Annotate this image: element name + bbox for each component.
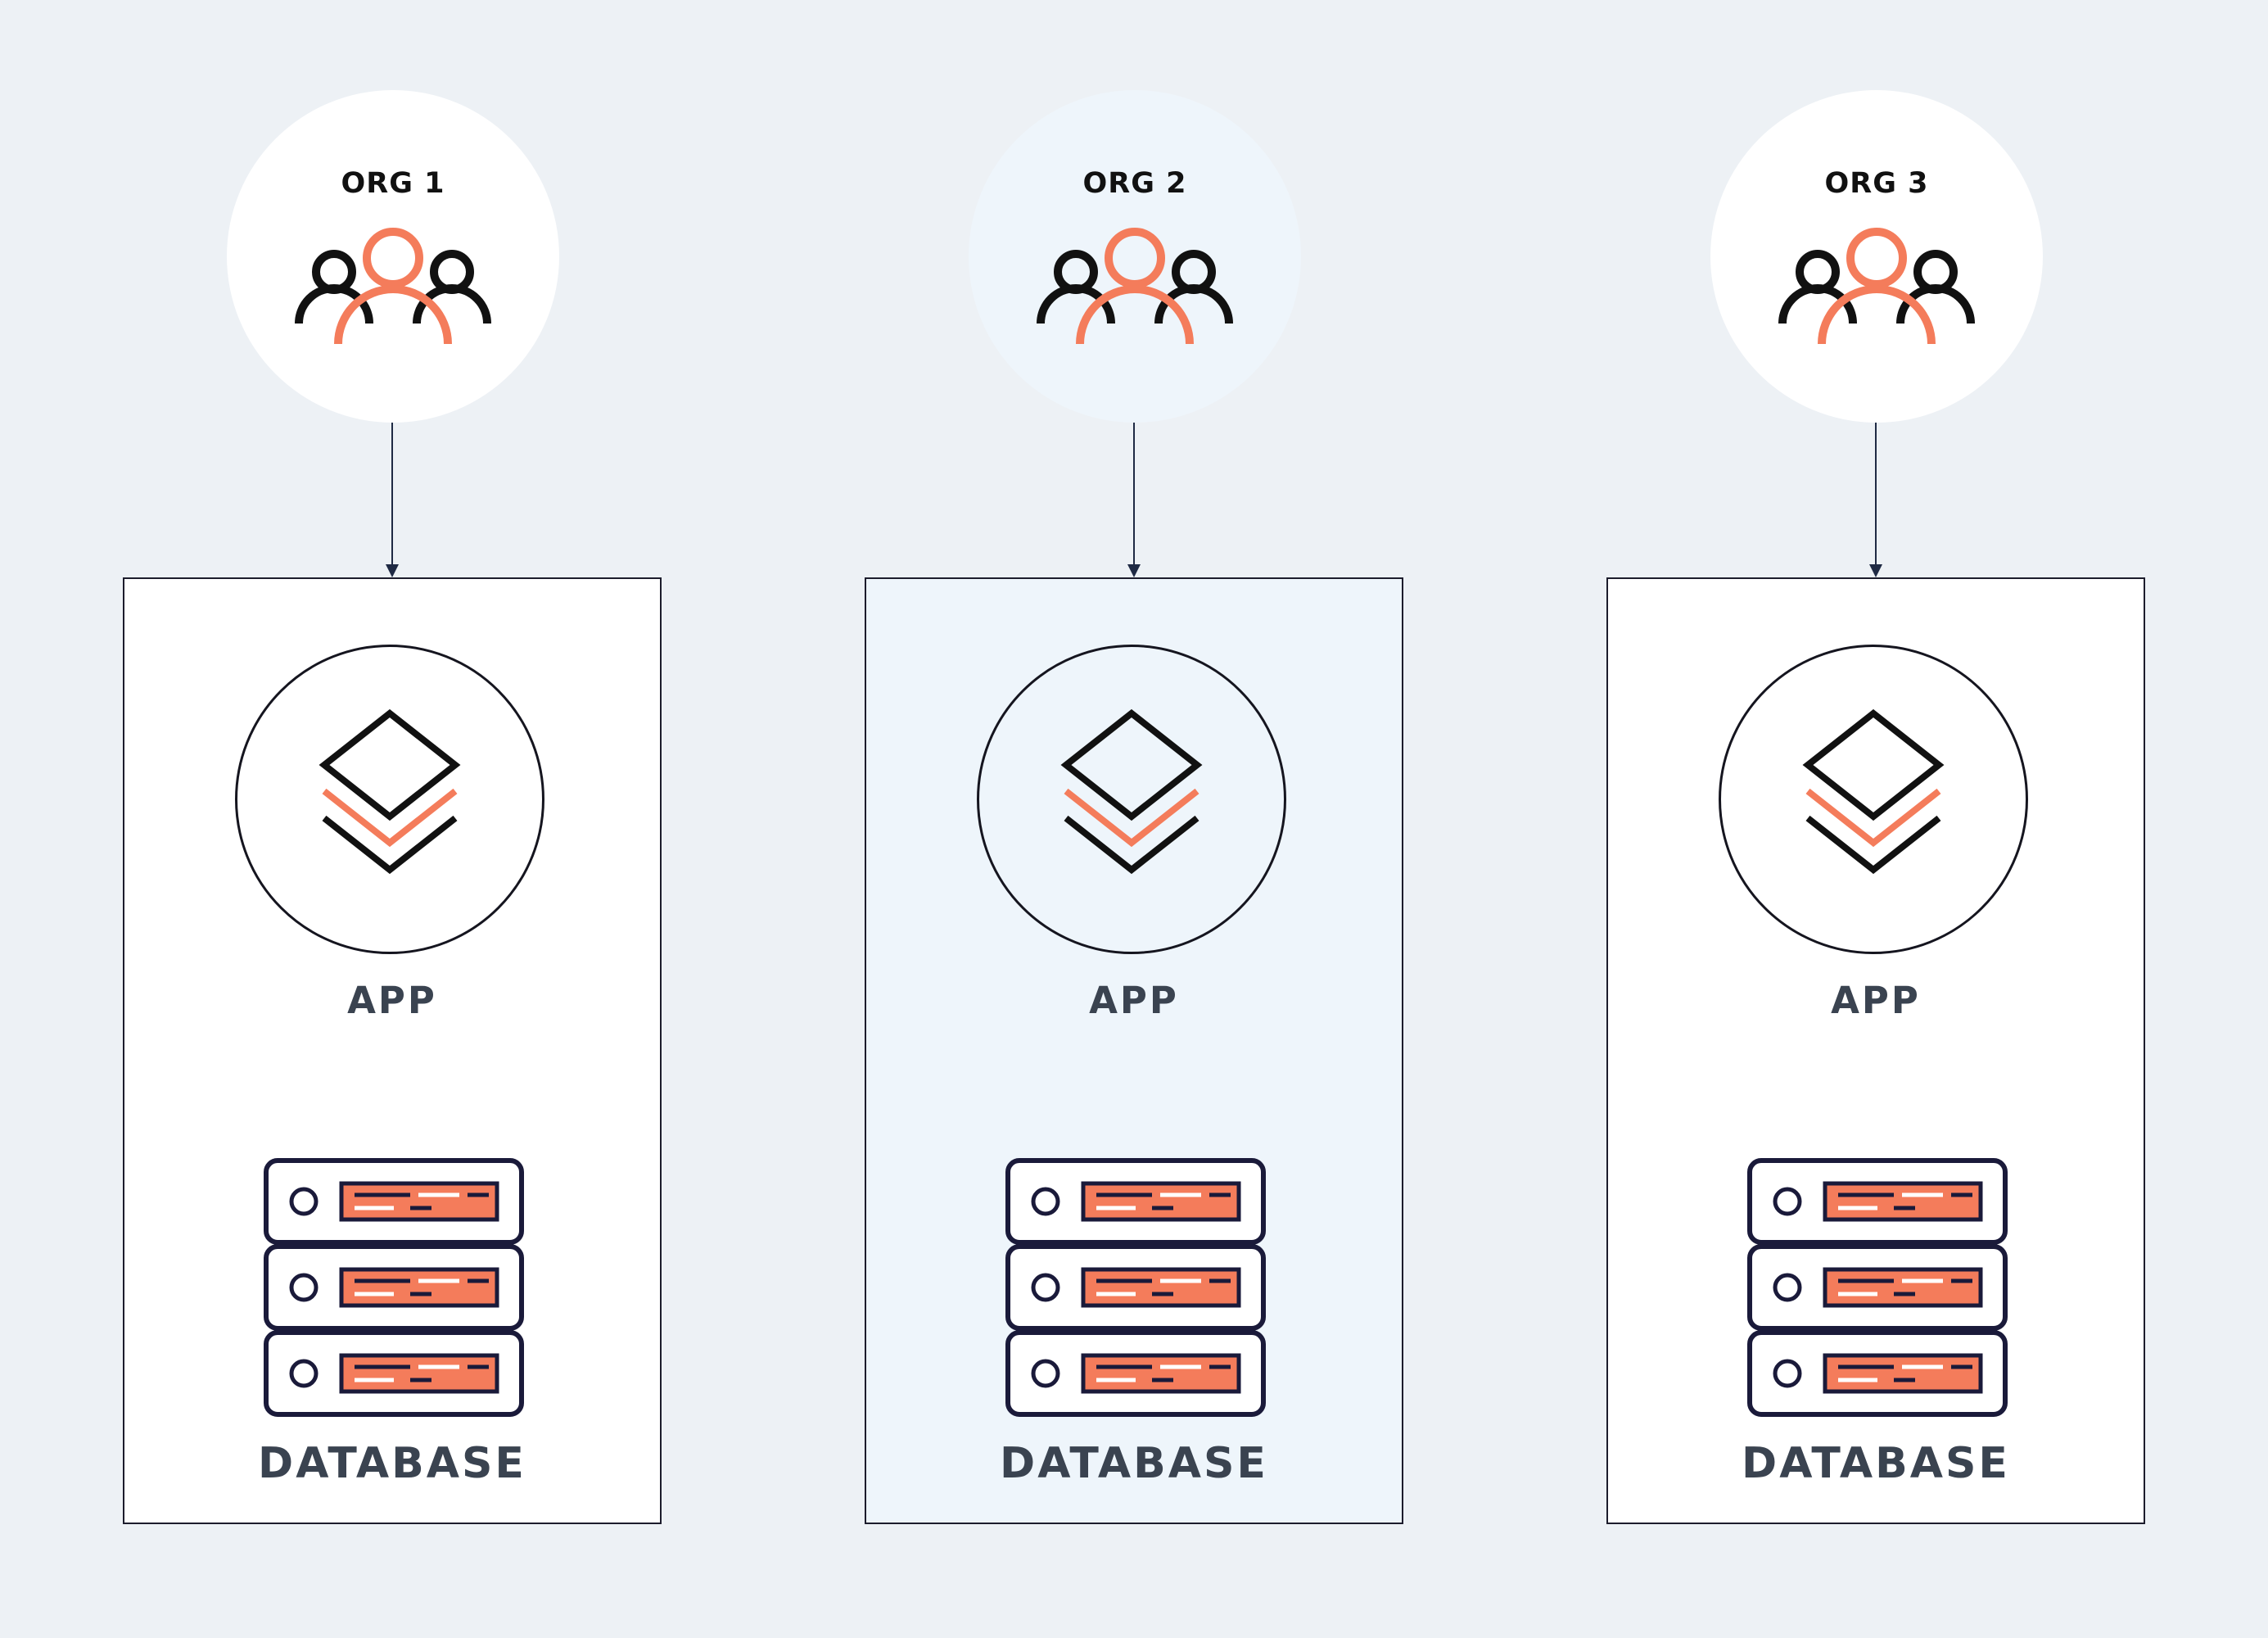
org-label: ORG 3 <box>1824 167 1929 200</box>
column-org-1: ORG 1 <box>25 0 761 1638</box>
layers-icon <box>319 709 461 875</box>
org-node: ORG 3 <box>1710 90 2043 423</box>
app-label: APP <box>1089 979 1179 1022</box>
org-environment-box: APP <box>865 577 1403 1524</box>
users-group-icon <box>1778 228 1975 345</box>
database-label: DATABASE <box>1000 1439 1268 1488</box>
layers-icon <box>1802 709 1945 875</box>
column-org-3: ORG 3 <box>1508 0 2245 1638</box>
org-label: ORG 1 <box>341 167 445 200</box>
org-node: ORG 2 <box>969 90 1301 423</box>
column-org-2: ORG 2 <box>766 0 1503 1638</box>
app-node <box>235 645 544 954</box>
users-group-icon <box>295 228 491 345</box>
users-group-icon <box>1037 228 1233 345</box>
connector-arrow <box>1127 423 1141 577</box>
database-label: DATABASE <box>1742 1439 2010 1488</box>
database-label: DATABASE <box>258 1439 526 1488</box>
connector-arrow <box>386 423 399 577</box>
app-node <box>977 645 1286 954</box>
app-node <box>1719 645 2028 954</box>
org-label: ORG 2 <box>1082 167 1187 200</box>
app-label: APP <box>1831 979 1921 1022</box>
connector-arrow <box>1869 423 1882 577</box>
server-stack-icon <box>1747 1158 2008 1417</box>
org-environment-box: APP <box>1606 577 2145 1524</box>
org-environment-box: APP <box>123 577 662 1524</box>
server-stack-icon <box>1005 1158 1266 1417</box>
org-node: ORG 1 <box>227 90 559 423</box>
server-stack-icon <box>264 1158 524 1417</box>
app-label: APP <box>347 979 437 1022</box>
layers-icon <box>1060 709 1203 875</box>
